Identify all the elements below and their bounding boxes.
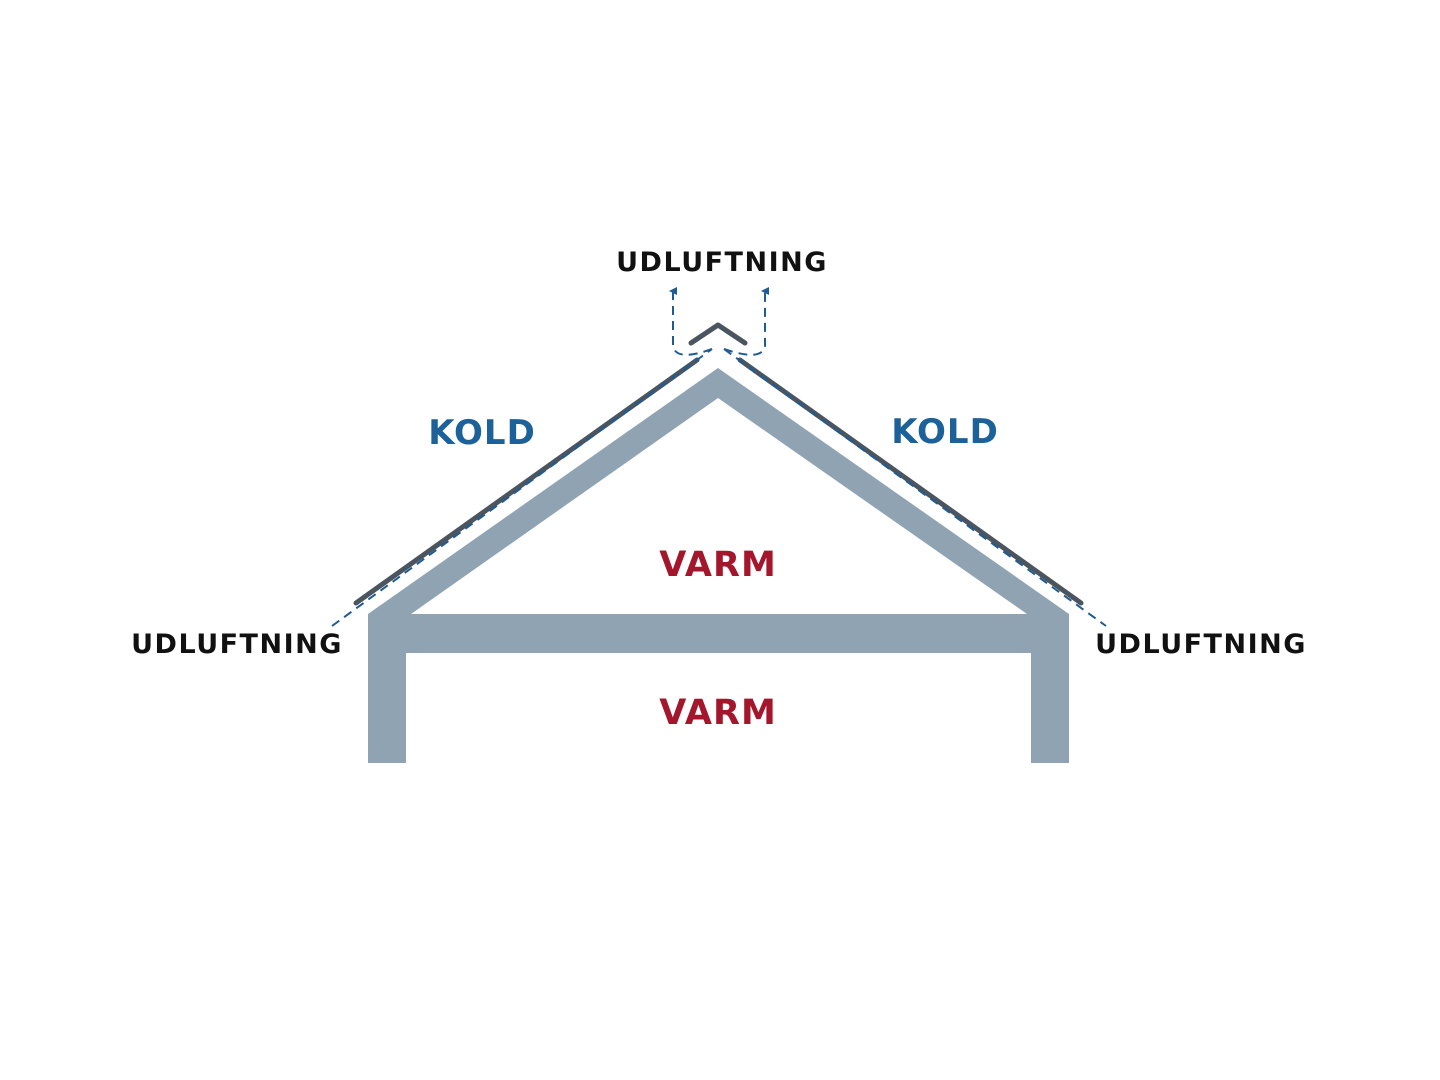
vent-label-left: UDLUFTNING (131, 629, 343, 660)
roof-cladding-left (353, 357, 700, 606)
ridge-cap (688, 322, 748, 346)
warm-label-room: VARM (659, 693, 777, 733)
vent-label-top: UDLUFTNING (616, 247, 828, 278)
airflow-exhaust-left (669, 287, 713, 356)
roof-cladding-right (737, 357, 1084, 606)
cold-label-left: KOLD (428, 413, 536, 453)
airflow-exhaust-right (723, 287, 769, 356)
warm-label-attic: VARM (659, 545, 777, 585)
airflow-line-right (723, 348, 1107, 627)
cold-label-right: KOLD (891, 412, 999, 452)
vent-label-right: UDLUFTNING (1095, 629, 1307, 660)
airflow-line-left (331, 348, 713, 627)
